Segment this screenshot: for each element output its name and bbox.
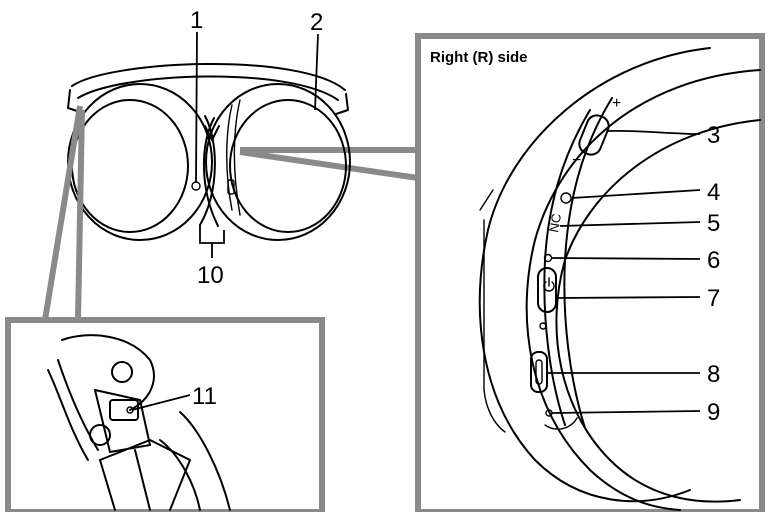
callout-8: 8 [707,361,720,388]
bluetooth-icon [539,322,547,330]
indicator-light [543,253,553,263]
callout-6: 6 [707,247,720,274]
left-mic-hole [191,181,201,191]
volume-button [578,114,610,156]
callout-3: 3 [707,122,720,149]
right-side-title: Right (R) side [430,49,528,66]
callout-10: 10 [197,262,224,289]
headphones-front-view [67,31,351,258]
callout-4: 4 [707,179,720,206]
callout-5: 5 [707,210,720,237]
volume-plus-label: + [612,95,621,112]
right-side-zoom-panel: Right (R) side + − NC [239,33,765,512]
callout-7: 7 [707,285,720,312]
power-icon [543,277,555,292]
volume-minus-label: − [572,152,581,169]
left-earcup [67,83,213,241]
left-hinge-detail [47,334,231,511]
callout-11: 11 [192,383,217,410]
inset-connector-left [5,105,83,323]
power-button [537,267,557,313]
nc-button [560,192,572,204]
left-side-zoom-panel: 11 [5,105,325,512]
right-earcup [205,83,351,241]
zoom-connector-bottom [239,149,419,181]
callout-9: 9 [707,399,720,426]
callout-1: 1 [190,7,203,34]
earcup-side-view: + − NC [478,47,761,511]
nc-label: NC [546,212,564,233]
usb-c-port [530,351,548,393]
callout-2: 2 [310,9,323,36]
